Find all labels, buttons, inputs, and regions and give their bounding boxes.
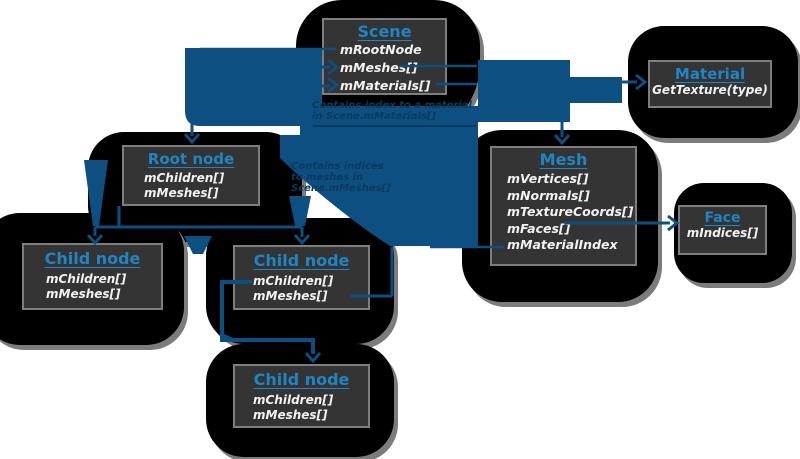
mesh-field: mNormals[] [507,187,590,203]
mesh-field: mVertices[] [507,171,589,186]
scene-title: Scene [357,22,412,41]
root-node-box: Root node mChildren[] mMeshes[] [122,145,260,206]
root-node-title: Root node [147,150,235,168]
material-title: Material [674,65,746,83]
mesh-index-note-line: to meshes in [291,172,364,183]
scene-field: mRootNode [340,42,422,57]
child-node-1-field: mChildren[] [46,272,127,286]
child-node-1-box: Child node mChildren[] mMeshes[] [22,243,163,310]
material-index-note-line: in Scene.mMaterials[] [312,111,436,122]
child-node-2-field: mChildren[] [253,274,334,288]
child-node-2-title: Child node [253,251,350,270]
child-node-3-field: mMeshes[] [253,408,328,422]
material-box: Material GetTexture(type) [648,60,772,108]
scene-field: mMaterials[] [340,78,431,93]
scene-field: mMeshes[] [340,60,418,75]
mesh-field: mMaterialIndex [507,237,618,252]
child-node-2-box: Child node mChildren[] mMeshes[] [233,245,370,310]
face-field: mIndices[] [686,226,759,240]
child-node-3-title: Child node [253,370,350,389]
mesh-field: mTextureCoords[] [507,204,634,219]
child-node-2-field: mMeshes[] [253,289,328,303]
child-node-1-field: mMeshes[] [46,287,121,301]
material-index-note-line: Contains index to a material [312,100,472,111]
mesh-index-note-line: Scene.mMeshes[] [291,183,391,194]
child-node-3-field: mChildren[] [253,393,334,407]
child-node-3-box: Child node mChildren[] mMeshes[] [233,364,370,428]
big-arrow-right-shape [478,60,622,122]
root-node-field: mChildren[] [144,171,225,185]
face-title: Face [704,210,741,226]
mesh-index-note-line: Contains indices [291,161,384,172]
root-node-field: mMeshes[] [144,186,219,200]
mesh-field: mFaces[] [507,220,571,236]
material-index-note: Contains index to a material in Scene.mM… [312,100,472,122]
mesh-title: Mesh [539,150,588,169]
mesh-index-note: Contains indices to meshes in Scene.mMes… [291,161,391,194]
scene-box: Scene mRootNode mMeshes[] mMaterials[] [322,18,447,95]
child-node-1-title: Child node [44,249,141,268]
face-box: Face mIndices[] [678,205,767,255]
mesh-box: Mesh mVertices[] mNormals[] mTextureCoor… [490,146,637,266]
material-field: GetTexture(type) [652,83,768,97]
